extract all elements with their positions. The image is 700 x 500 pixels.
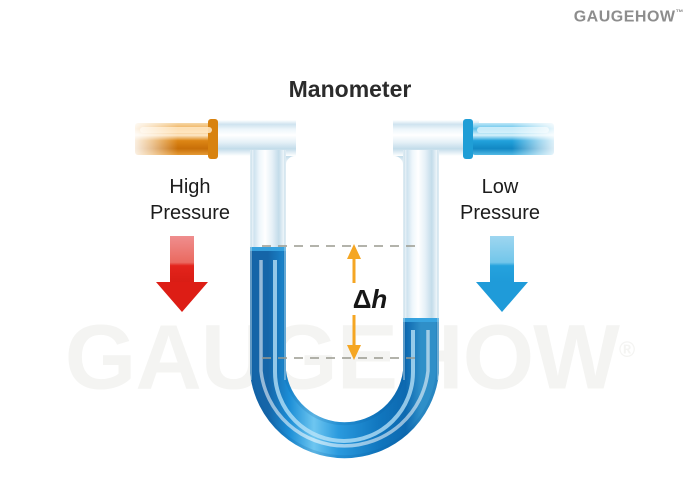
delta-symbol: Δ [352,284,372,314]
liquid-highlight-outer [259,260,430,448]
high-pressure-arrow-shaft [170,236,194,284]
low-pressure-arrow [476,236,528,312]
left-meniscus [250,247,286,251]
brand-logo: GAUGEHOW™ [574,8,684,26]
low-pressure-label: Low Pressure [420,174,580,226]
right-fitting-collar [463,119,473,159]
glass-overlay [250,150,439,380]
height-variable: h [371,284,388,314]
high-pressure-arrow [156,236,208,312]
delta-h-arrowhead-down [347,345,361,360]
low-pressure-label-line1: Low [481,176,519,198]
high-pressure-arrowhead [156,282,208,312]
low-pressure-fitting [463,119,562,159]
high-pressure-fitting [128,119,218,159]
liquid-core [253,247,436,456]
high-pressure-label-line2: Pressure [149,202,231,224]
delta-h-measurement-arrow [347,244,361,360]
high-pressure-label: High Pressure [110,174,270,226]
low-pressure-label-line2: Pressure [459,202,541,224]
delta-h-arrowhead-up [347,244,361,259]
left-fitting-collar [208,119,218,159]
right-fitting-fade [512,123,562,155]
low-pressure-arrowhead [476,282,528,312]
brand-trademark-mark: ™ [675,8,684,17]
liquid-highlight-inner [273,260,415,443]
manometer-liquid [250,247,439,459]
right-meniscus [403,318,439,322]
left-fitting-fade [128,123,178,155]
right-tube-empty-glass [403,150,439,318]
delta-h-label: Δh [340,284,400,315]
low-pressure-arrow-shaft [490,236,514,284]
left-tube-empty-glass [250,150,286,247]
page-title: Manometer [288,76,412,102]
reference-lines [262,245,422,359]
brand-logo-text: GAUGEHOW [573,8,676,26]
high-pressure-label-line1: High [169,176,211,198]
